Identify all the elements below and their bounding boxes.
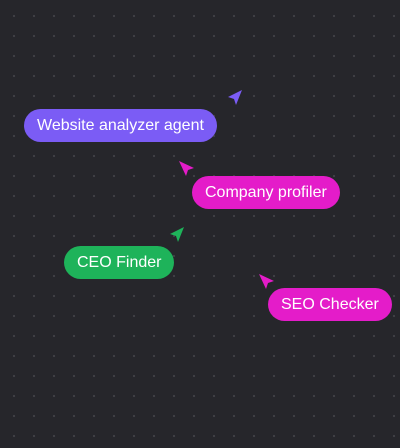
cursor-arrow-icon bbox=[226, 89, 244, 107]
agent-tag-ceo-finder[interactable]: CEO Finder bbox=[64, 246, 175, 279]
cursor-arrow-icon bbox=[178, 160, 196, 178]
agent-tag-company-profiler[interactable]: Company profiler bbox=[192, 176, 340, 209]
cursor-arrow-icon bbox=[258, 273, 276, 291]
agent-tag-website-analyzer[interactable]: Website analyzer agent bbox=[24, 109, 217, 142]
agent-tag-seo-checker[interactable]: SEO Checker bbox=[268, 288, 392, 321]
cursor-arrow-icon bbox=[168, 226, 186, 244]
